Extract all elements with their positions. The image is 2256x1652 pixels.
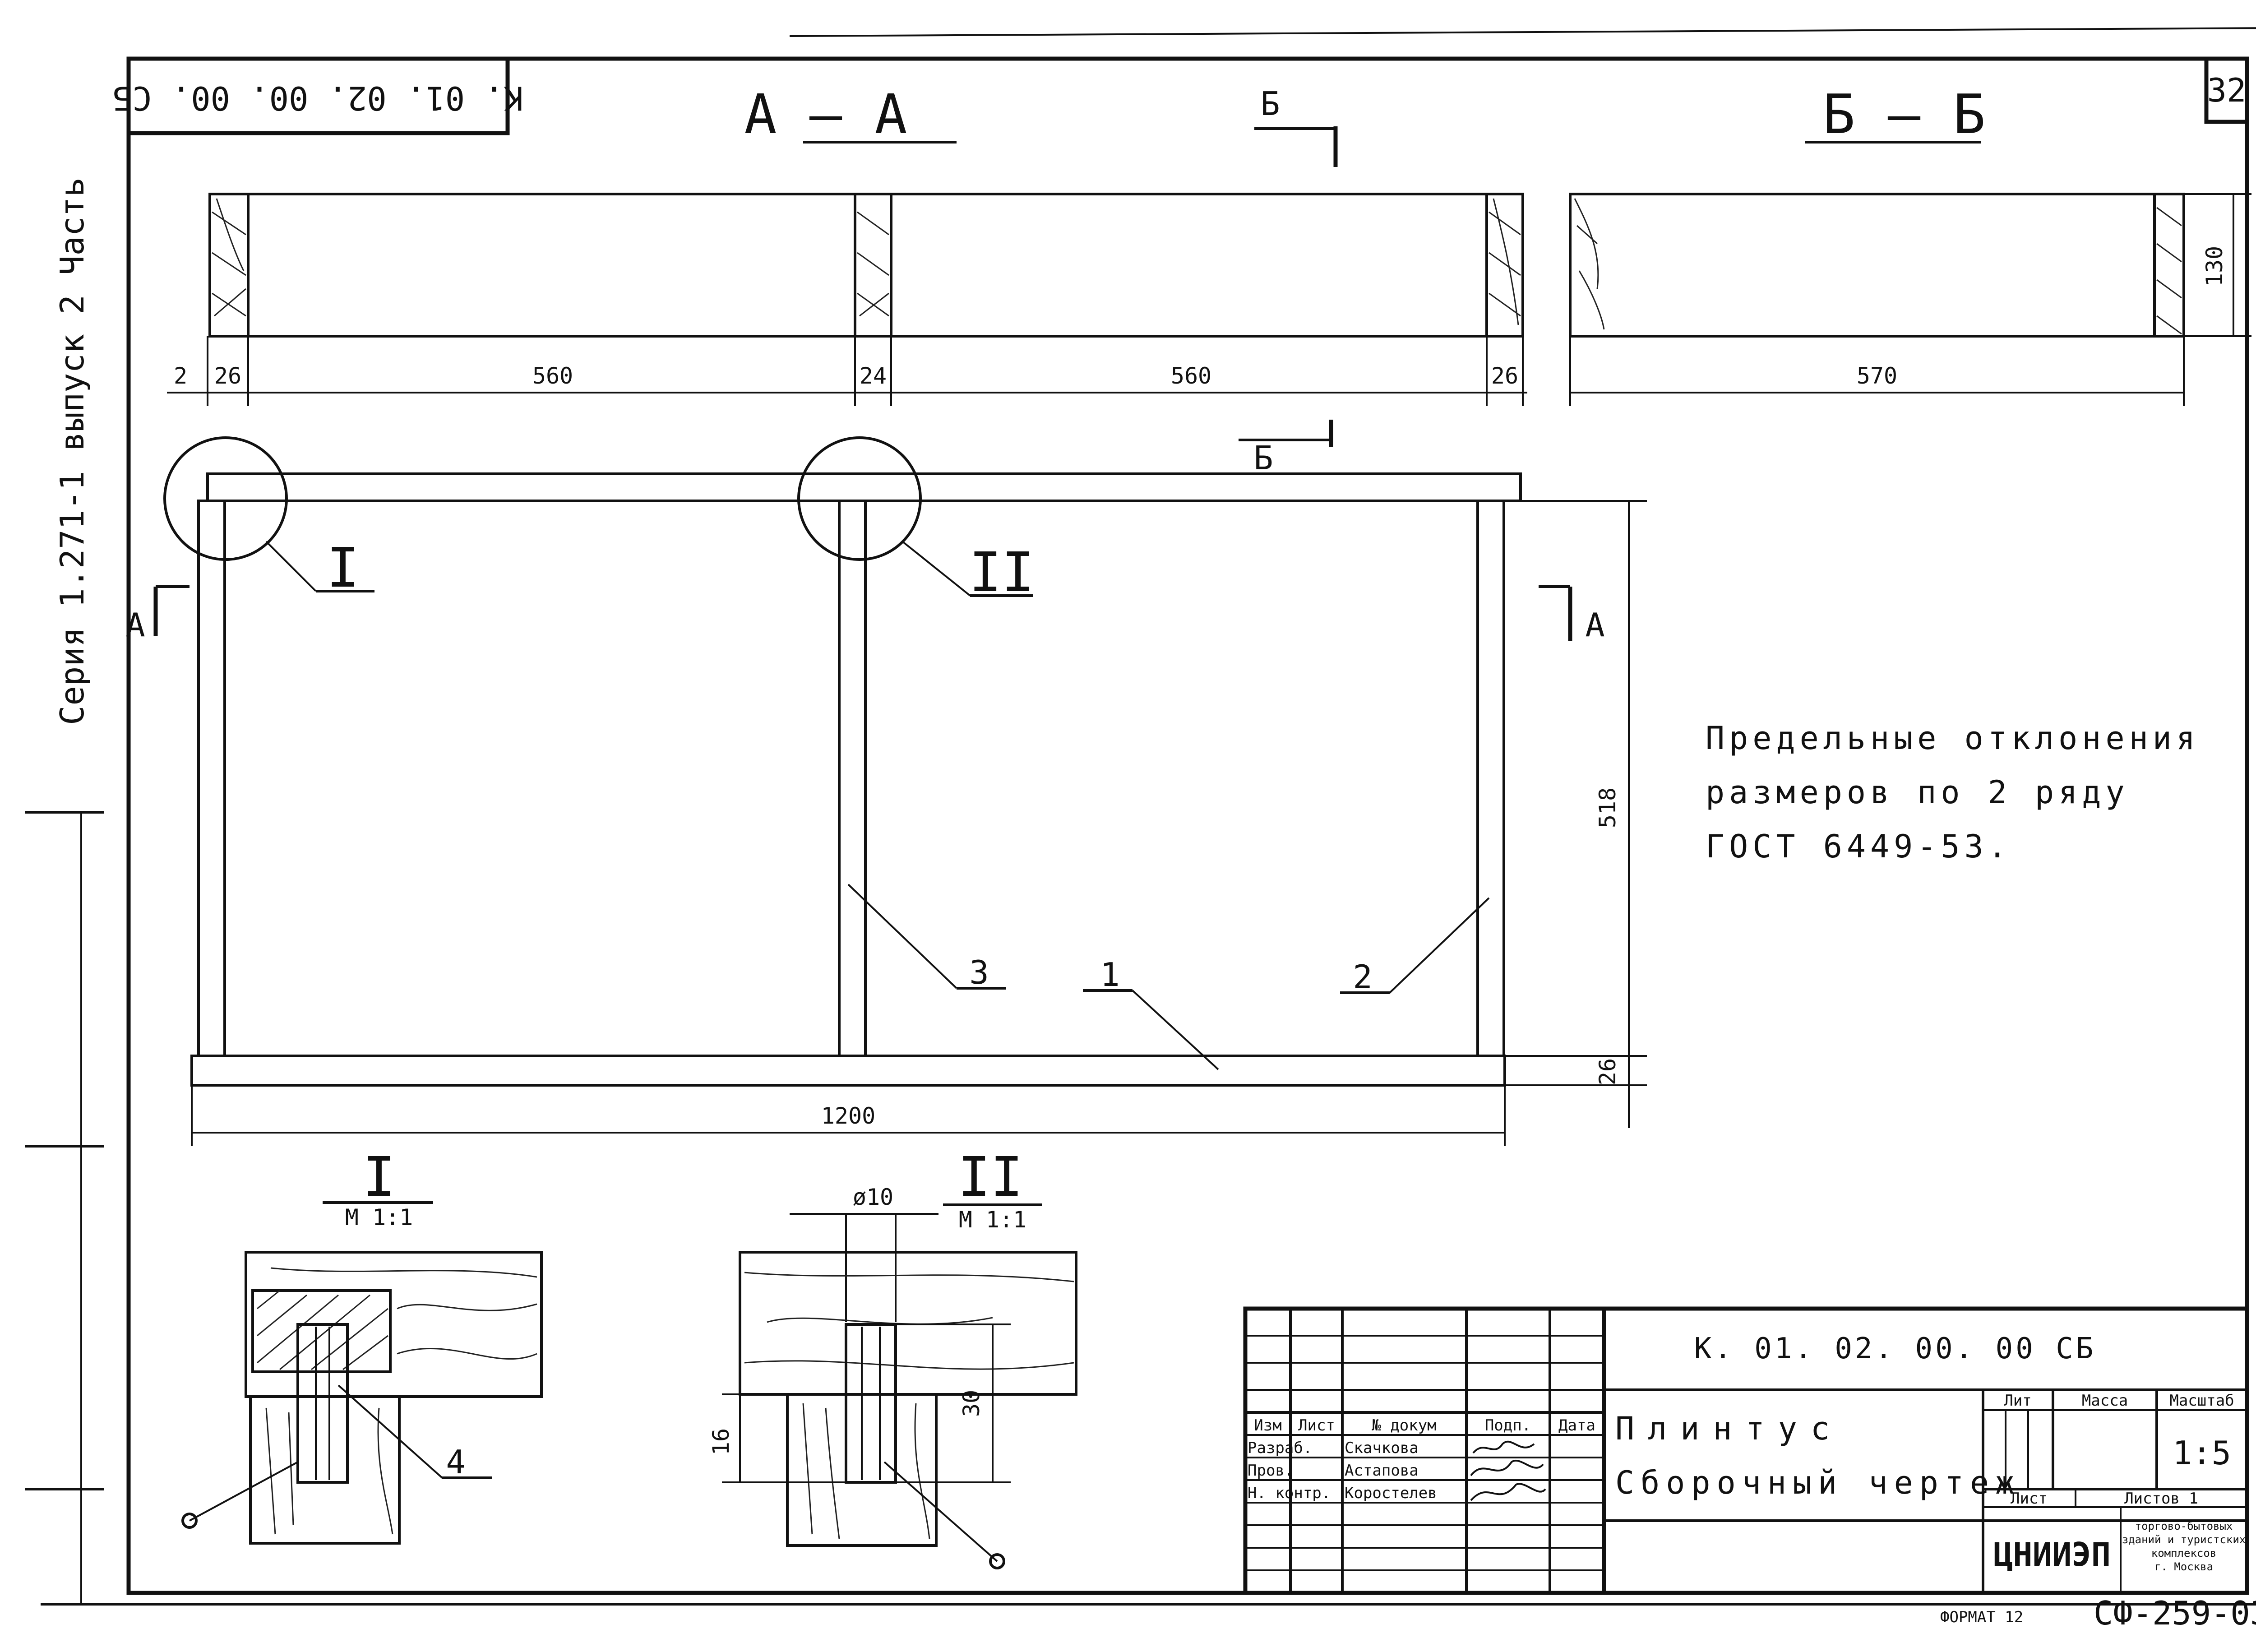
node-ii-label: II xyxy=(969,541,1035,604)
tb-col-list: Лист xyxy=(1298,1416,1335,1435)
cut-a-label-left: А xyxy=(125,606,145,644)
cut-mark-a-right: А xyxy=(1539,585,1605,644)
section-aa-title: А – А xyxy=(744,83,907,146)
signature-2 xyxy=(1470,1459,1544,1476)
dim-aa-560-left: 560 xyxy=(532,363,573,389)
tb-masshtab: Масштаб xyxy=(2169,1392,2234,1410)
tb-row1-name: Скачкова xyxy=(1345,1439,1419,1457)
dim-aa-560-right: 560 xyxy=(1171,363,1211,389)
tb-product-name: Плинтус xyxy=(1615,1410,1843,1447)
org-line-2: зданий и туристских xyxy=(2122,1533,2246,1546)
dim-bb-570: 570 xyxy=(1857,363,1897,389)
cut-mark-b-top: Б xyxy=(1254,85,1338,167)
title-block: Изм Лист № докум Подп. Дата Разраб. Скач… xyxy=(1243,1306,2249,1595)
cut-mark-a-left: А xyxy=(125,585,190,644)
aa-left-block xyxy=(208,193,250,338)
side-series-note: Серия 1.271-1 выпуск 2 Часть xyxy=(53,177,91,725)
sheet-frame xyxy=(25,27,2256,1606)
dim-518: 518 xyxy=(1595,787,1621,828)
org-line-1: торгово-бытовых xyxy=(2135,1520,2233,1532)
node-circle-ii xyxy=(797,436,922,561)
dim-aa-26-right: 26 xyxy=(1491,363,1518,389)
tb-list: Лист xyxy=(2011,1490,2048,1508)
pos-4-label: 4 xyxy=(446,1443,465,1481)
dim-26-bottom-rail: 26 xyxy=(1595,1058,1621,1085)
tb-row3-role: Н. контр. xyxy=(1248,1484,1331,1502)
section-aa: А – А 2 26 560 24 560 26 xyxy=(167,83,1527,406)
aa-middle-block xyxy=(854,193,892,338)
sheet-number: 32 xyxy=(2207,71,2247,109)
org-line-4: г. Москва xyxy=(2154,1560,2213,1573)
signature-3 xyxy=(1470,1483,1546,1501)
note-line-2: размеров по 2 ряду xyxy=(1706,774,2129,811)
dim-1200: 1200 xyxy=(821,1103,875,1129)
tb-listov: Листов 1 xyxy=(2124,1490,2198,1508)
dim-bb-130: 130 xyxy=(2201,246,2228,287)
cut-b-label-top: Б xyxy=(1260,85,1280,123)
dim-d10: ø10 xyxy=(853,1184,893,1210)
node-i-label: I xyxy=(327,537,359,600)
section-bb: Б — Б 570 130 xyxy=(1569,83,2251,406)
tb-col-ndoc: № докум xyxy=(1372,1416,1436,1435)
pos-3-label: 3 xyxy=(969,953,989,991)
detail-i: I М 1:1 4 xyxy=(181,1146,543,1545)
tolerance-notes: Предельные отклонения размеров по 2 ряду… xyxy=(1706,720,2200,865)
tb-row2-role: Пров. xyxy=(1248,1462,1294,1480)
detail-i-label: I xyxy=(363,1146,395,1209)
tb-scale-value: 1:5 xyxy=(2173,1434,2231,1472)
tb-col-podp: Подп. xyxy=(1485,1416,1531,1435)
tb-row2-name: Астапова xyxy=(1345,1462,1419,1480)
pos-2-label: 2 xyxy=(1353,958,1372,996)
rotated-doc-code: К. 01. 02. 00. 00. СБ xyxy=(113,79,523,117)
rotated-code-box: К. 01. 02. 00. 00. СБ xyxy=(113,56,523,135)
detail-ii: II М 1:1 ø10 16 30 xyxy=(708,1146,1077,1569)
cut-mark-b-bottom: Б xyxy=(1239,420,1333,477)
tb-lit: Лит xyxy=(2004,1392,2031,1410)
pos-1-label: 1 xyxy=(1100,956,1119,994)
cut-a-label-right: А xyxy=(1585,606,1604,644)
note-line-3: ГОСТ 6449-53. xyxy=(1706,828,2011,865)
tb-col-data: Дата xyxy=(1558,1416,1595,1435)
section-bb-title: Б — Б xyxy=(1822,83,1985,146)
dim-30: 30 xyxy=(958,1390,985,1417)
org-line-3: комплексов xyxy=(2151,1547,2217,1559)
bb-right-block xyxy=(2153,193,2185,338)
main-view: I II А А 3 1 2 518 26 xyxy=(125,436,1647,1146)
dim-16: 16 xyxy=(708,1428,734,1455)
org-logo: ЦНИИЭП xyxy=(1993,1536,2111,1573)
tb-row3-name: Коростелев xyxy=(1345,1484,1437,1502)
sheet-number-box: 32 xyxy=(2204,56,2249,124)
aa-right-block xyxy=(1485,193,1524,338)
node-circle-i xyxy=(163,436,288,561)
dim-aa-26-left: 26 xyxy=(214,363,241,389)
note-line-1: Предельные отклонения xyxy=(1706,720,2200,757)
tb-row1-role: Разраб. xyxy=(1248,1439,1312,1457)
detail-ii-label: II xyxy=(958,1146,1023,1209)
tb-doc-code: К. 01. 02. 00. 00 СБ xyxy=(1694,1332,2096,1365)
dim-aa-24: 24 xyxy=(860,363,887,389)
format-label: ФОРМАТ 12 xyxy=(1940,1608,2023,1626)
archive-code: СФ-259-03 xyxy=(2094,1594,2256,1632)
signature-1 xyxy=(1472,1440,1535,1454)
cut-b-label-bottom: Б xyxy=(1253,439,1273,477)
detail-ii-scale: М 1:1 xyxy=(959,1207,1027,1233)
tb-massa: Масса xyxy=(2082,1392,2128,1410)
tb-doc-type: Сборочный чертеж xyxy=(1615,1464,2020,1501)
detail-i-scale: М 1:1 xyxy=(345,1204,413,1231)
tb-col-izm: Изм xyxy=(1254,1416,1281,1435)
dim-aa-2: 2 xyxy=(174,363,187,389)
